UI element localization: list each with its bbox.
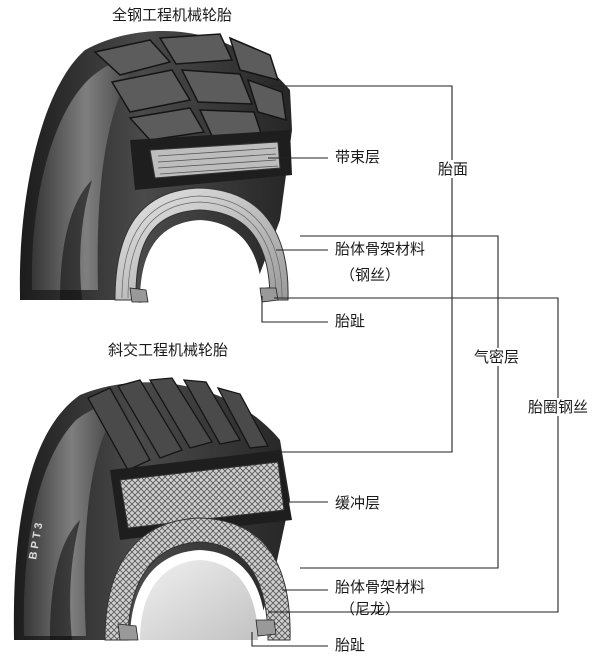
radial-bead-toe-label: 胎趾 [335, 312, 366, 330]
inner-liner-label: 气密层 [472, 348, 522, 366]
bias-carcass-label-line2: （尼龙） [340, 600, 401, 618]
tread-label: 胎面 [436, 160, 471, 178]
radial-carcass-label-line2: （钢丝） [340, 266, 401, 284]
bias-carcass-label-line1: 胎体骨架材料 [335, 578, 426, 596]
breaker-layer-label: 缓冲层 [335, 494, 381, 512]
bias-tire-title: 斜交工程机械轮胎 [108, 341, 229, 359]
bias-tire-illustration: B P T 3 [13, 377, 292, 641]
radial-tire-title: 全钢工程机械轮胎 [112, 6, 233, 24]
bias-bead-toe-label: 胎趾 [335, 636, 366, 654]
bead-wire-label: 胎圈钢丝 [526, 398, 591, 416]
belt-layer-label: 带束层 [335, 148, 381, 166]
radial-tire-illustration [19, 30, 292, 303]
radial-carcass-label-line1: 胎体骨架材料 [335, 240, 426, 258]
leader-lines [251, 85, 559, 647]
